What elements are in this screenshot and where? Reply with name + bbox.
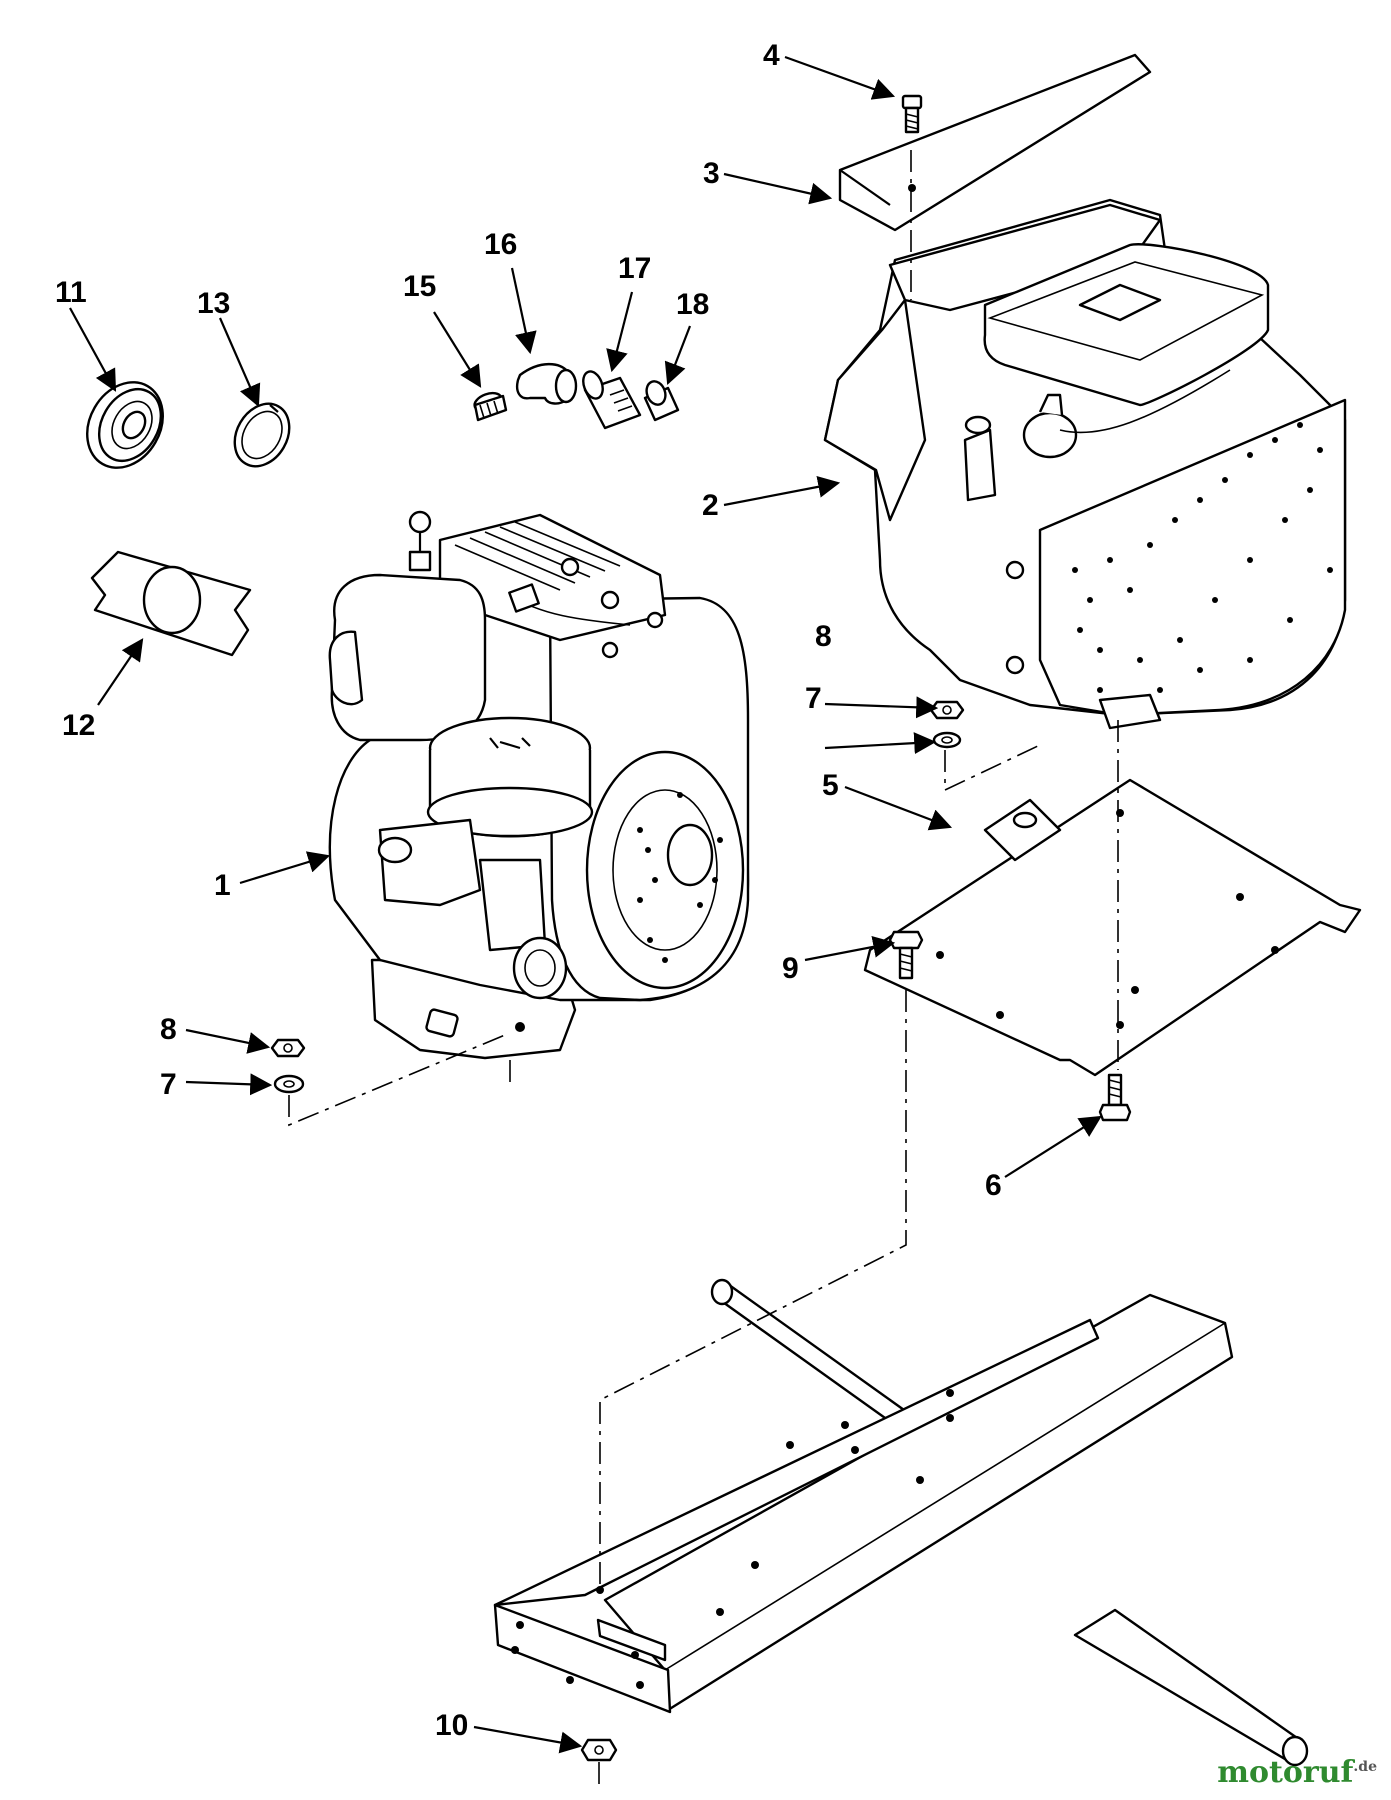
callout-15: 15 (403, 270, 436, 303)
callout-12: 12 (62, 709, 95, 742)
part-16-elbow (516, 362, 578, 405)
part-17-pipe (582, 370, 642, 430)
part-5-plate (863, 778, 1362, 1077)
part-6-bolt (1098, 1073, 1132, 1122)
alignment-lines (288, 150, 1119, 1790)
part-12-gasket (90, 550, 252, 657)
leader-lines (69, 55, 1102, 1754)
callout-2: 2 (702, 489, 719, 522)
nut-8-left (270, 1038, 306, 1058)
part-11-bearing (86, 381, 164, 469)
washer-7-left (273, 1074, 305, 1094)
part-18-cap (643, 380, 680, 422)
callout-18: 18 (676, 288, 709, 321)
part-9-bolt (888, 930, 924, 980)
callout-11: 11 (55, 276, 87, 309)
part-3-shield (838, 53, 1152, 232)
washer-7-right (932, 731, 962, 749)
callout-3: 3 (703, 157, 720, 190)
part-13-snap-ring (233, 402, 291, 468)
callout-7-right: 7 (805, 682, 822, 715)
callout-16: 16 (484, 228, 517, 261)
callout-1: 1 (214, 869, 231, 902)
callout-13: 13 (197, 287, 230, 320)
callout-labels: 1 2 3 4 5 6 7 7 8 8 9 10 11 12 13 15 16 … (55, 39, 1002, 1742)
callout-8-right: 8 (815, 620, 832, 653)
engine-2 (823, 198, 1347, 730)
watermark-name: motoruf (1217, 1755, 1354, 1790)
watermark-logo: motoruf.de (1217, 1755, 1377, 1790)
nut-8-right (929, 700, 965, 720)
callout-8-left: 8 (160, 1013, 177, 1046)
callout-7-left: 7 (160, 1068, 177, 1101)
frame (493, 1278, 1309, 1767)
callout-10: 10 (435, 1709, 468, 1742)
part-15-nipple (473, 391, 508, 422)
callout-5: 5 (822, 769, 839, 802)
nut-10 (580, 1738, 618, 1762)
engine-1 (328, 510, 750, 1060)
callout-17: 17 (618, 252, 651, 285)
callout-6: 6 (985, 1169, 1002, 1202)
part-4-screw (901, 94, 923, 134)
callout-9: 9 (782, 952, 799, 985)
callout-4: 4 (763, 39, 780, 72)
watermark-tld: .de (1353, 1759, 1377, 1775)
